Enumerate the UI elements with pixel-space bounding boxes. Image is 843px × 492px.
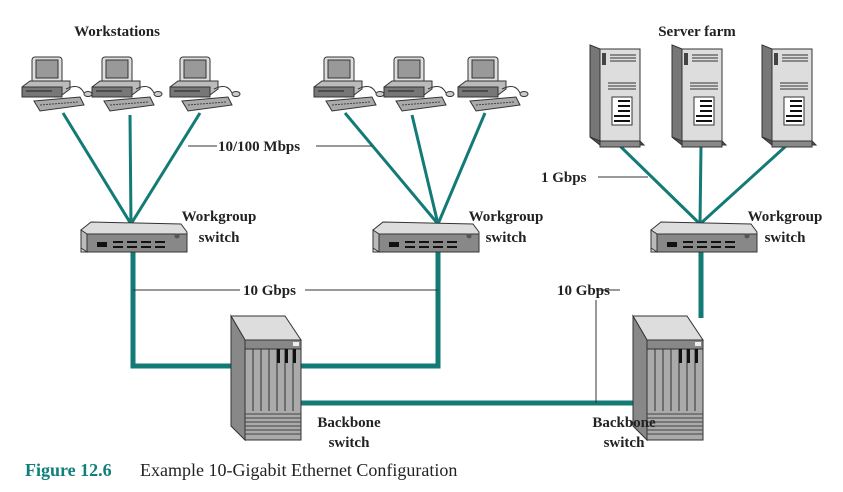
server-speed-label: 1 Gbps (541, 170, 587, 186)
workgroup-switch-icon (372, 221, 480, 253)
workstation-icon (313, 56, 385, 112)
server-icon (671, 44, 727, 148)
link (410, 114, 440, 225)
link (436, 112, 487, 225)
server-icon (761, 44, 817, 148)
link (343, 112, 440, 225)
link (130, 252, 232, 369)
server-farm-label: Server farm (658, 24, 736, 40)
server-icon (589, 44, 645, 148)
workstations-label: Workstations (74, 24, 160, 40)
link (128, 114, 133, 225)
workgroup-switch-icon (650, 221, 758, 253)
backbone-switch-label: Backbone (592, 415, 656, 431)
link (698, 144, 788, 226)
workgroup-switch-icon (80, 221, 188, 253)
backbone-switch-icon (230, 315, 302, 441)
link (129, 112, 202, 225)
backbone-speed-label: 10 Gbps (557, 283, 610, 299)
workgroup-switch-label: switch (765, 230, 806, 246)
workgroup-switch-label: Workgroup (748, 209, 823, 225)
link (698, 145, 703, 225)
workstation-icon (457, 56, 529, 112)
leader-lines (133, 145, 648, 403)
link (300, 252, 441, 369)
workstation-icon (169, 56, 241, 112)
workstation-icon (91, 56, 163, 112)
workstation-speed-label: 10/100 Mbps (218, 139, 300, 155)
backbone-switch-label: Backbone (317, 415, 381, 431)
backbone-links (130, 252, 704, 406)
workstation-icon (21, 56, 93, 112)
server-links (618, 144, 788, 226)
link (618, 144, 702, 226)
backbone-switch-label: switch (329, 435, 370, 451)
figure-number: Figure 12.6 (25, 460, 112, 480)
workgroup-switch-label: switch (199, 230, 240, 246)
workstation-links (61, 112, 487, 225)
backbone-speed-label: 10 Gbps (243, 283, 296, 299)
workstation-icon (383, 56, 455, 112)
backbone-switch-label: switch (604, 435, 645, 451)
workgroup-switch-label: switch (486, 230, 527, 246)
figure-caption: Example 10-Gigabit Ethernet Configuratio… (140, 460, 457, 480)
workgroup-switch-label: Workgroup (469, 209, 544, 225)
workgroup-switch-label: Workgroup (182, 209, 257, 225)
link (61, 112, 133, 225)
